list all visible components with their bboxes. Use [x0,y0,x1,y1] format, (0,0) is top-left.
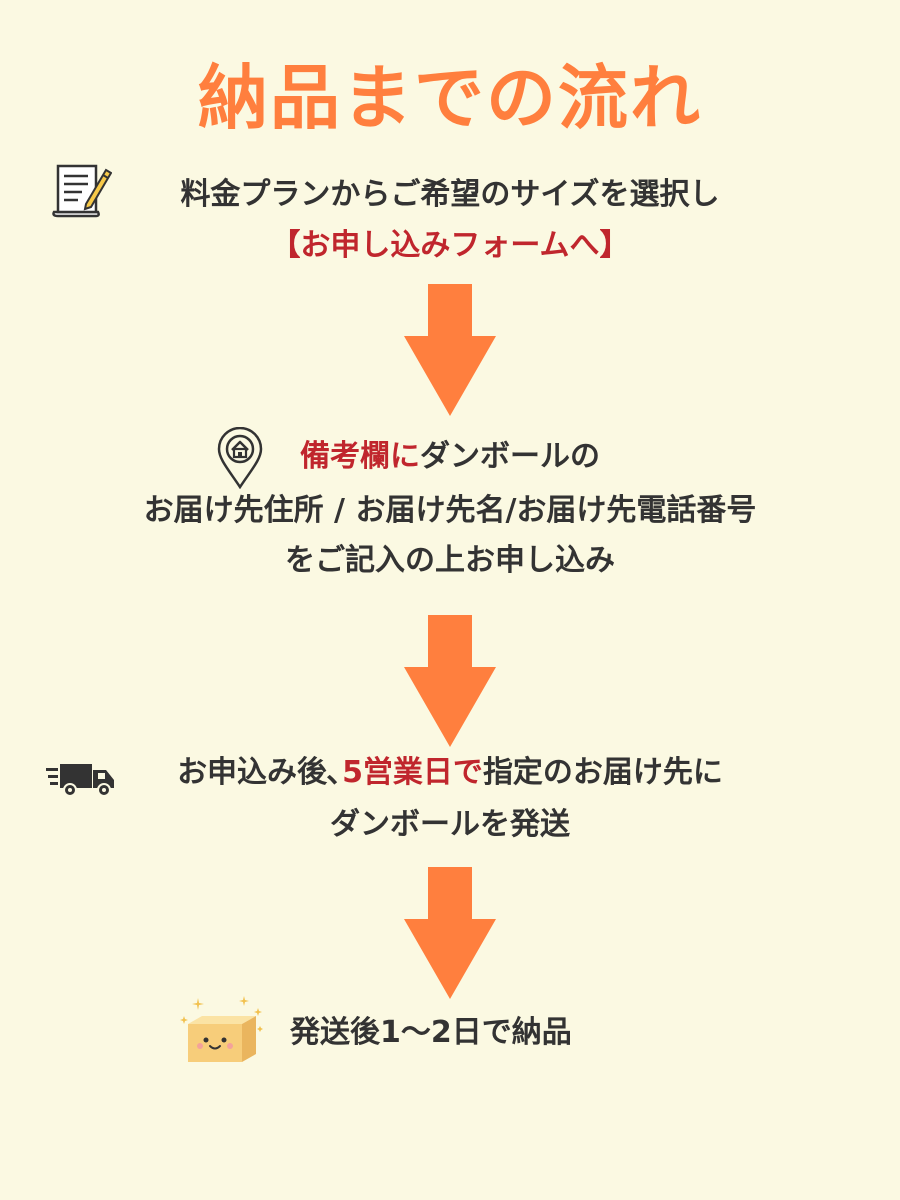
application-form-link[interactable]: 【お申し込みフォームへ】 [270,228,630,263]
document-pencil-icon [52,164,112,218]
delivery-truck-icon [46,764,114,797]
step2-line2: お届け先住所 / お届け先名/お届け先電話番号 [143,493,757,528]
step2-line1-rest: ダンボールの [420,439,600,474]
step3-line1-rest: 指定のお届け先に [482,755,723,790]
step4-description: 発送後1〜2日で納品 [290,1015,572,1050]
arrow-down-icon [404,867,496,999]
page-title: 納品までの流れ [198,57,702,139]
arrow-down-icon [404,615,496,747]
step3-line1-pre: お申込み後､ [177,755,343,790]
arrow-down-icon [404,284,496,416]
business-days-highlight: 5営業日で [342,755,483,790]
step3-line2: ダンボールを発送 [330,807,570,842]
smiling-box-icon [180,996,263,1062]
remarks-field-highlight: 備考欄に [300,439,420,474]
step3-line1: お申込み後､5営業日で指定のお届け先に [0,752,900,794]
location-pin-house-icon [217,427,263,489]
step2-line1: 備考欄にダンボールの [0,436,900,478]
step2-line3: をご記入の上お申し込み [285,543,615,578]
step1-description: 料金プランからご希望のサイズを選択し [180,177,720,212]
